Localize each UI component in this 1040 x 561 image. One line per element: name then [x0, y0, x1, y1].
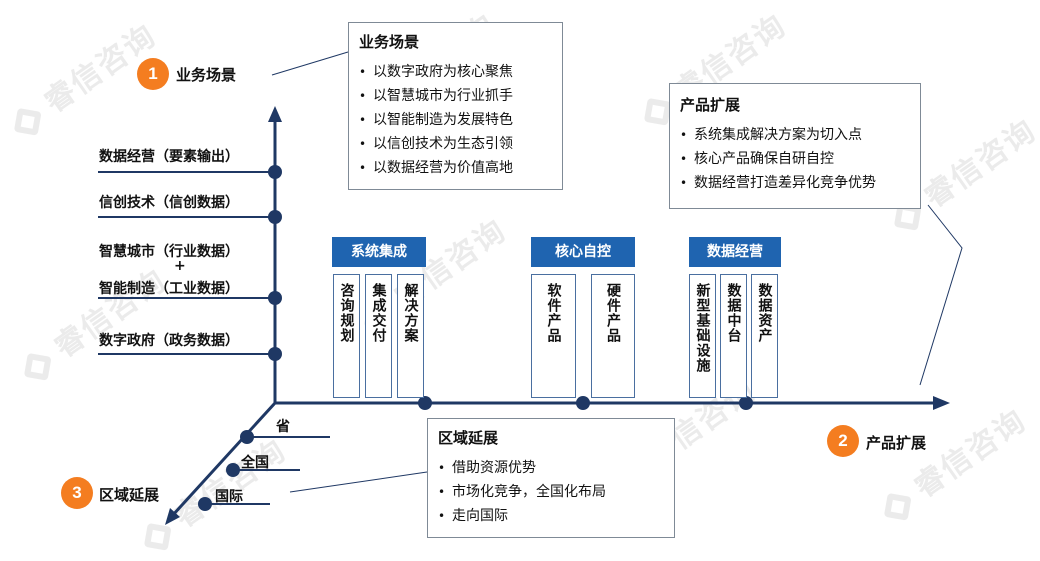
y-label-plus: + — [174, 258, 186, 274]
region-callout-box: 区域延展 •借助资源优势 •市场化竞争，全国化布局 •走向国际 — [427, 418, 675, 538]
y-label-smart-city: 智慧城市（行业数据） — [99, 244, 239, 260]
list-item: •以智慧城市为行业抓手 — [359, 88, 513, 104]
product-column: 咨询规划 — [333, 274, 360, 398]
list-item: •以信创技术为生态引领 — [359, 136, 513, 152]
axis-node — [268, 165, 282, 179]
product-column: 数据资产 — [751, 274, 778, 398]
group-header-core-control: 核心自控 — [531, 237, 635, 267]
list-item: •借助资源优势 — [438, 460, 536, 476]
list-item: •以数据经营为价值高地 — [359, 160, 513, 176]
list-item: •数据经营打造差异化竞争优势 — [680, 175, 876, 191]
product-column: 硬件产品 — [591, 274, 635, 398]
list-item: •以智能制造为发展特色 — [359, 112, 513, 128]
diagonal-axis-arrow — [165, 508, 180, 525]
dimension-2-label: 产品扩展 — [866, 434, 927, 452]
axis-node — [268, 347, 282, 361]
y-axis-arrow — [268, 106, 282, 122]
diagonal-axis — [170, 401, 277, 518]
product-column: 新型基础设施 — [689, 274, 716, 398]
list-item: •以数字政府为核心聚焦 — [359, 64, 513, 80]
product-column: 数据中台 — [720, 274, 747, 398]
product-column: 集成交付 — [365, 274, 392, 398]
y-label-xinchuang: 信创技术（信创数据） — [99, 195, 239, 211]
axis-node — [576, 396, 590, 410]
dimension-3-badge: 3 — [61, 477, 93, 509]
product-box-title: 产品扩展 — [680, 96, 741, 114]
list-item: •走向国际 — [438, 508, 508, 524]
business-callout-box: 业务场景 •以数字政府为核心聚焦 •以智慧城市为行业抓手 •以智能制造为发展特色… — [348, 22, 563, 190]
axis-node — [418, 396, 432, 410]
axis-node — [226, 463, 240, 477]
business-box-title: 业务场景 — [359, 33, 420, 51]
dimension-1-badge: 1 — [137, 58, 169, 90]
dimension-3-label: 区域延展 — [99, 486, 160, 504]
y-label-digital-gov: 数字政府（政务数据） — [99, 333, 239, 349]
group-header-data-ops: 数据经营 — [689, 237, 781, 267]
product-column: 解决方案 — [397, 274, 424, 398]
region-label-international: 国际 — [215, 489, 243, 505]
dimension-1-label: 业务场景 — [176, 66, 237, 84]
list-item: •系统集成解决方案为切入点 — [680, 127, 862, 143]
region-label-province: 省 — [276, 419, 290, 435]
axis-node — [268, 210, 282, 224]
axis-node — [268, 291, 282, 305]
region-box-title: 区域延展 — [438, 429, 499, 447]
y-label-data-ops: 数据经营（要素输出） — [99, 149, 239, 165]
y-label-smart-mfg: 智能制造（工业数据） — [99, 281, 239, 297]
axis-node — [240, 430, 254, 444]
dimension-2-badge: 2 — [827, 425, 859, 457]
product-column: 软件产品 — [531, 274, 576, 398]
x-axis-arrow — [933, 396, 950, 410]
axis-node — [198, 497, 212, 511]
product-callout-box: 产品扩展 •系统集成解决方案为切入点 •核心产品确保自研自控 •数据经营打造差异… — [669, 83, 921, 209]
group-header-system-integration: 系统集成 — [332, 237, 426, 267]
list-item: •核心产品确保自研自控 — [680, 151, 834, 167]
axis-node — [739, 396, 753, 410]
list-item: •市场化竞争，全国化布局 — [438, 484, 606, 500]
region-label-national: 全国 — [241, 455, 269, 471]
